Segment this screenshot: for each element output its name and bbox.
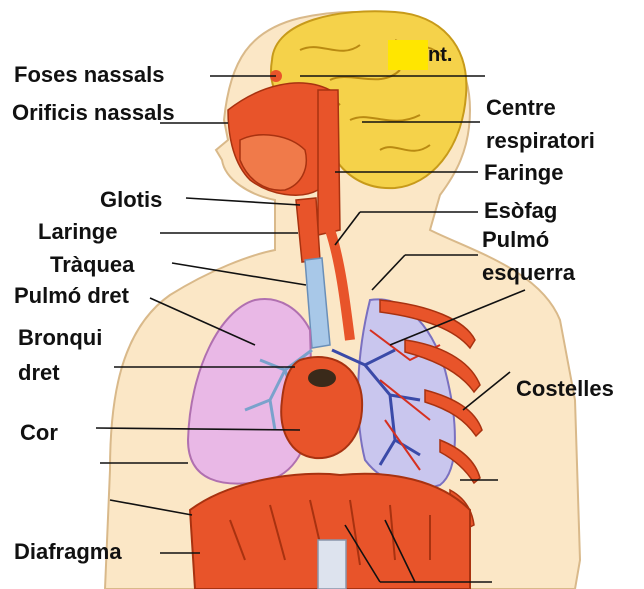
aorta-section	[308, 369, 336, 387]
label-bronqui-dret-line1: Bronqui	[18, 325, 102, 351]
label-diafragma: Diafragma	[14, 539, 122, 565]
label-pulmo-esquerra-line2: esquerra	[482, 260, 575, 286]
label-orificis-nassals: Orificis nassals	[12, 100, 175, 126]
label-cervell-partial: nt.	[428, 42, 452, 68]
label-cor: Cor	[20, 420, 58, 446]
nasal-dot	[321, 106, 333, 118]
brain-highlight	[388, 40, 428, 70]
label-costelles: Costelles	[516, 376, 614, 402]
label-pulmo-dret: Pulmó dret	[14, 283, 129, 309]
label-esofag: Esòfag	[484, 198, 557, 224]
label-centre-respiratori-line1: Centre	[486, 95, 556, 121]
label-centre-respiratori-line2: respiratori	[486, 128, 595, 154]
label-glotis: Glotis	[100, 187, 162, 213]
label-laringe: Laringe	[38, 219, 117, 245]
label-foses-nassals: Foses nassals	[14, 62, 164, 88]
label-faringe: Faringe	[484, 160, 563, 186]
spine	[318, 540, 346, 589]
label-traquea: Tràquea	[50, 252, 134, 278]
label-bronqui-dret-line2: dret	[18, 360, 60, 386]
label-pulmo-esquerra-line1: Pulmó	[482, 227, 549, 253]
